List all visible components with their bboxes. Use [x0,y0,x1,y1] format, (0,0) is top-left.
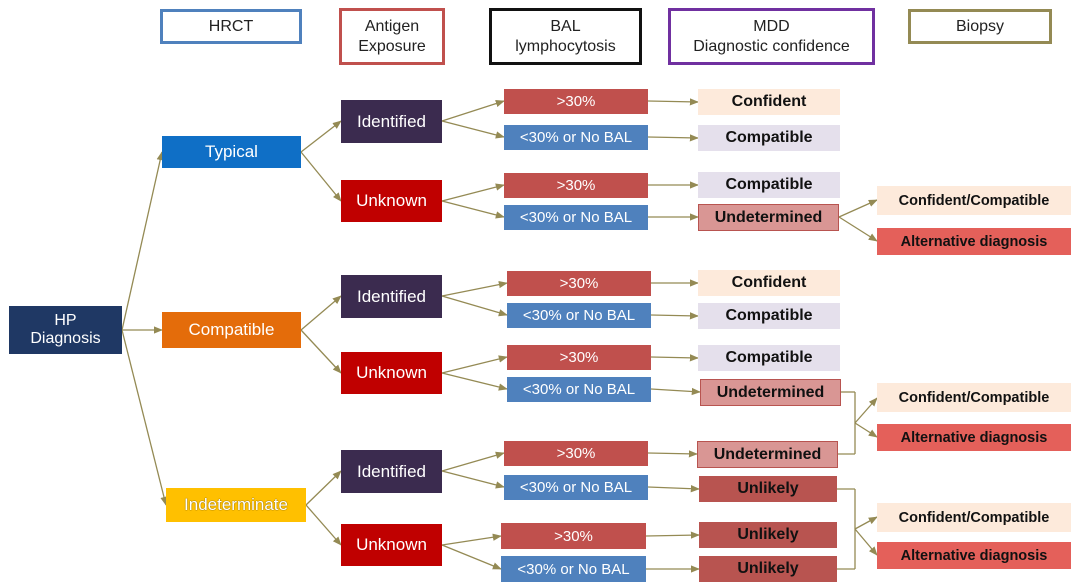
connector-18 [441,451,505,472]
node-bal-low-2: <30% or No BAL [504,205,648,230]
connector-14 [441,281,508,297]
connector-11 [441,120,505,139]
node-biopsy-alternative-1: Alternative diagnosis [877,228,1071,255]
node-mdd-confident-1: Confident [698,89,840,115]
node-hp-diagnosis: HP Diagnosis [9,306,122,354]
node-hrct-indeterminate: Indeterminate [166,488,306,522]
connector-16 [441,355,508,374]
header-mdd-confidence: MDD Diagnostic confidence [668,8,875,65]
connector-5 [300,151,342,202]
connector-40 [854,422,878,438]
node-mdd-compatible-2: Compatible [698,172,840,198]
node-biopsy-confident-compatible-1: Confident/Compatible [877,186,1071,215]
connector-22 [647,98,699,106]
node-mdd-unlikely-2: Unlikely [699,522,837,548]
node-hrct-typical: Typical [162,136,301,168]
node-biopsy-confident-compatible-2: Confident/Compatible [877,383,1071,412]
node-exposure-identified-2: Identified [341,275,442,318]
node-mdd-undetermined-1: Undetermined [698,204,839,231]
connector-29 [650,387,701,396]
connector-31 [647,485,700,493]
connector-19 [441,470,505,489]
node-mdd-compatible-3: Compatible [698,303,840,329]
node-bal-high-1: >30% [504,89,648,114]
node-bal-low-3: <30% or No BAL [507,303,651,328]
node-hrct-compatible: Compatible [162,312,301,348]
node-bal-high-5: >30% [504,441,648,466]
connector-35 [838,216,878,242]
node-biopsy-alternative-3: Alternative diagnosis [877,542,1071,569]
node-biopsy-confident-compatible-3: Confident/Compatible [877,503,1071,532]
node-bal-high-6: >30% [501,523,646,549]
header-hrct: HRCT [160,9,302,44]
node-exposure-identified-3: Identified [341,450,442,493]
node-bal-high-3: >30% [507,271,651,296]
connector-7 [300,329,342,374]
connector-17 [441,372,508,391]
connector-13 [441,200,505,219]
node-bal-high-4: >30% [507,345,651,370]
connector-23 [647,134,699,142]
connector-1 [121,151,164,331]
connector-15 [441,295,508,317]
connector-9 [305,504,342,546]
node-bal-low-4: <30% or No BAL [507,377,651,402]
connector-39 [854,397,878,424]
connector-30 [647,450,698,458]
node-exposure-unknown-1: Unknown [341,180,442,222]
node-mdd-compatible-1: Compatible [698,125,840,151]
connector-32 [645,531,700,539]
header-biopsy: Biopsy [908,9,1052,44]
connector-45 [854,528,878,556]
header-bal-lymphocytosis: BAL lymphocytosis [489,8,642,65]
connector-4 [300,120,342,153]
node-bal-low-6: <30% or No BAL [501,556,646,582]
connector-6 [300,295,342,331]
node-mdd-unlikely-1: Unlikely [699,476,837,502]
node-bal-low-1: <30% or No BAL [504,125,648,150]
connector-21 [441,544,502,570]
node-bal-high-2: >30% [504,173,648,198]
connector-10 [441,100,505,122]
node-mdd-undetermined-2: Undetermined [700,379,841,406]
node-exposure-identified-1: Identified [341,100,442,143]
connector-8 [305,470,342,506]
header-antigen-exposure: Antigen Exposure [339,8,445,65]
node-mdd-unlikely-3: Unlikely [699,556,837,582]
node-exposure-unknown-3: Unknown [341,524,442,566]
connector-20 [441,533,502,546]
connector-28 [650,354,699,362]
connector-34 [838,199,878,218]
node-biopsy-alternative-2: Alternative diagnosis [877,424,1071,451]
node-mdd-undetermined-3: Undetermined [697,441,838,468]
connector-44 [854,516,878,530]
connector-27 [650,312,699,320]
node-mdd-compatible-4: Compatible [698,345,840,371]
connector-12 [441,183,505,202]
node-mdd-confident-2: Confident [698,270,840,296]
node-exposure-unknown-2: Unknown [341,352,442,394]
connector-3 [121,329,168,506]
node-bal-low-5: <30% or No BAL [504,475,648,500]
